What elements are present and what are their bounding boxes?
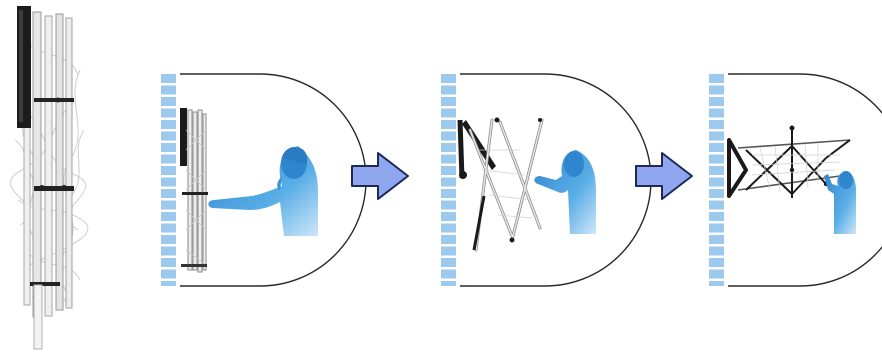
wall-segment bbox=[441, 270, 456, 279]
wall-segment bbox=[709, 155, 724, 164]
wall-segment bbox=[709, 247, 724, 256]
wall-segment bbox=[441, 74, 456, 83]
wall-segment bbox=[441, 224, 456, 233]
panel-folded bbox=[161, 74, 366, 286]
wall-segment bbox=[709, 74, 724, 83]
wall-segment bbox=[161, 120, 176, 129]
wall-segment bbox=[709, 178, 724, 187]
wall-segment bbox=[441, 86, 456, 95]
wall-segment bbox=[161, 247, 176, 256]
wall-segment bbox=[709, 109, 724, 118]
wall-segment bbox=[709, 212, 724, 221]
wall-segment bbox=[441, 212, 456, 221]
wall-segment bbox=[709, 270, 724, 279]
wall-segment bbox=[709, 86, 724, 95]
wall-segment bbox=[161, 74, 176, 83]
wall-segment bbox=[441, 132, 456, 141]
wall-segment bbox=[161, 178, 176, 187]
wall-segment bbox=[709, 97, 724, 106]
wall-segment bbox=[161, 224, 176, 233]
wall-segment bbox=[709, 132, 724, 141]
wall-segment bbox=[161, 166, 176, 175]
wall-segment bbox=[441, 247, 456, 256]
wall-segment bbox=[709, 258, 724, 267]
wall-segment bbox=[441, 166, 456, 175]
wall-segment bbox=[441, 281, 456, 286]
folded-structure-photo bbox=[10, 6, 87, 349]
panel-outline bbox=[180, 74, 366, 286]
wall-segment bbox=[709, 281, 724, 286]
panel-half-extended bbox=[441, 74, 651, 286]
wall-segment bbox=[161, 97, 176, 106]
wall-segment bbox=[161, 86, 176, 95]
wall-segment bbox=[441, 201, 456, 210]
wall-segment bbox=[441, 235, 456, 244]
wall-segment bbox=[161, 132, 176, 141]
wall-segment bbox=[161, 258, 176, 267]
wall-segment bbox=[161, 109, 176, 118]
wall-segment bbox=[441, 258, 456, 267]
wall-segment bbox=[161, 143, 176, 152]
wall-segment bbox=[161, 212, 176, 221]
wall-segment bbox=[161, 201, 176, 210]
wall-segment bbox=[161, 270, 176, 279]
wall-segment bbox=[441, 97, 456, 106]
wall-segment bbox=[161, 235, 176, 244]
wall-segment bbox=[709, 189, 724, 198]
wall-segment bbox=[441, 189, 456, 198]
wall-segment bbox=[709, 235, 724, 244]
wall-segment bbox=[441, 155, 456, 164]
wall-segment bbox=[709, 166, 724, 175]
wall-segment bbox=[441, 120, 456, 129]
wall bbox=[709, 74, 724, 286]
wall bbox=[161, 74, 176, 286]
wall-segment bbox=[161, 189, 176, 198]
wall bbox=[441, 74, 456, 286]
wall-segment bbox=[709, 201, 724, 210]
wall-segment bbox=[709, 143, 724, 152]
wall-segment bbox=[441, 109, 456, 118]
panel-fully-extended bbox=[709, 74, 882, 286]
wall-segment bbox=[441, 178, 456, 187]
wall-segment bbox=[161, 281, 176, 286]
wall-segment bbox=[709, 224, 724, 233]
wall-segment bbox=[709, 120, 724, 129]
wall-segment bbox=[161, 155, 176, 164]
wall-segment bbox=[441, 143, 456, 152]
